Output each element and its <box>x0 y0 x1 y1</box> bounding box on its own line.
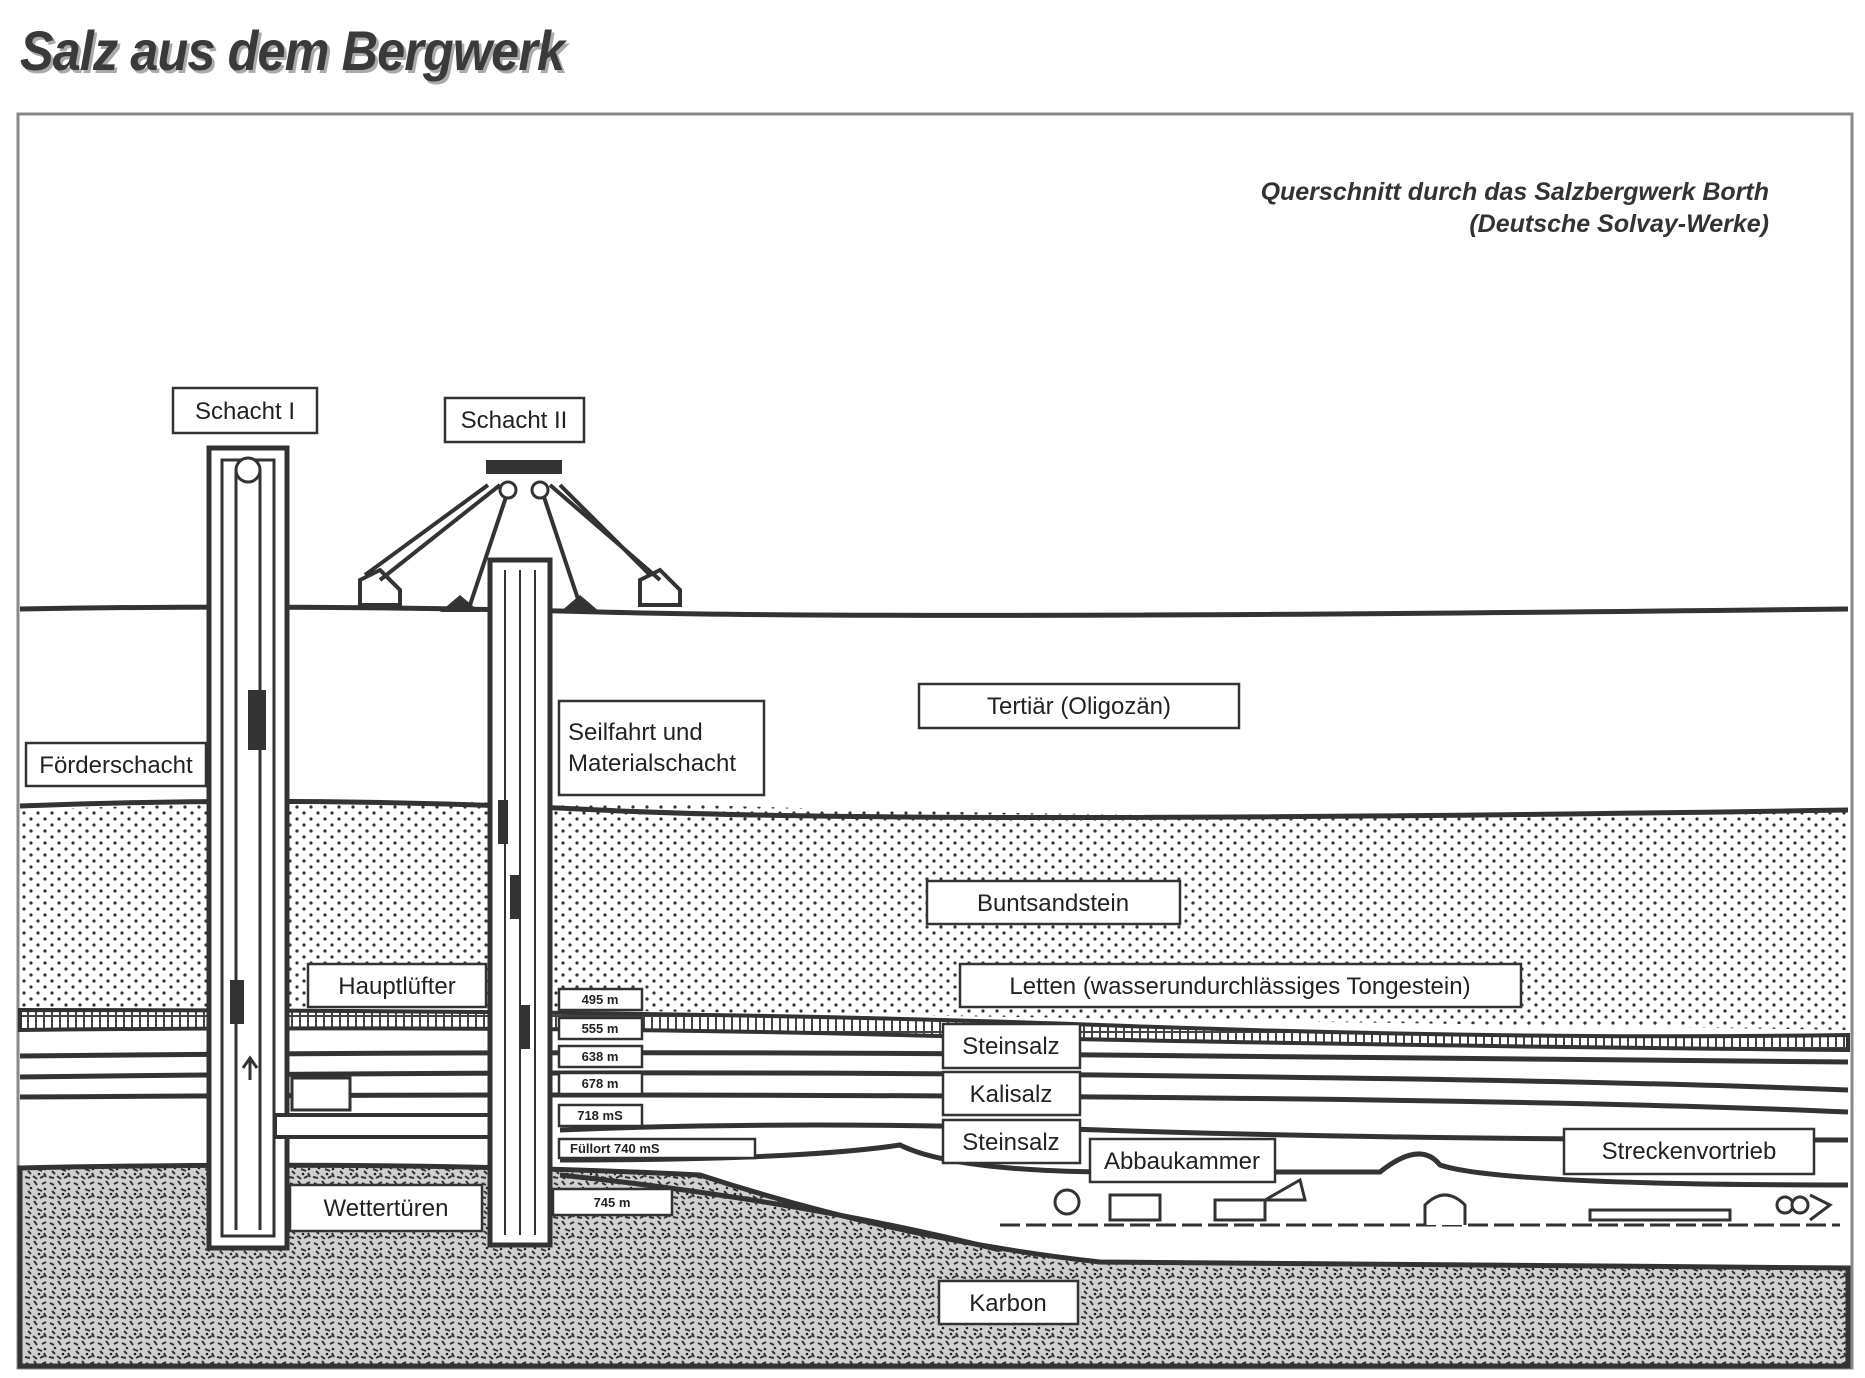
svg-text:Schacht I: Schacht I <box>195 398 295 425</box>
svg-text:678 m: 678 m <box>582 1076 619 1091</box>
shaft-2 <box>358 460 682 1248</box>
label-buntsandstein: Buntsandstein <box>925 879 1182 926</box>
svg-text:Seilfahrt und: Seilfahrt und <box>568 719 703 746</box>
svg-text:Steinsalz: Steinsalz <box>962 1129 1059 1156</box>
svg-text:Wettertüren: Wettertüren <box>324 1195 449 1222</box>
svg-text:555 m: 555 m <box>582 1021 619 1036</box>
shaft-1 <box>206 445 495 1251</box>
svg-text:Materialschacht: Materialschacht <box>568 750 736 777</box>
subtitle-line2: (Deutsche Solvay-Werke) <box>1469 210 1769 238</box>
label-tertiaer: Tertiär (Oligozän) <box>917 682 1241 730</box>
depth-label-718: 718 mS <box>557 1103 644 1128</box>
svg-text:Tertiär (Oligozän): Tertiär (Oligozän) <box>987 693 1171 720</box>
depth-label-678: 678 m <box>557 1071 644 1096</box>
svg-text:Abbaukammer: Abbaukammer <box>1104 1148 1260 1175</box>
svg-text:745 m: 745 m <box>594 1195 631 1210</box>
label-steinsalz-upper: Steinsalz <box>941 1022 1082 1070</box>
subtitle-line1: Querschnitt durch das Salzbergwerk Borth <box>1261 178 1769 206</box>
label-karbon: Karbon <box>937 1279 1080 1326</box>
svg-text:Steinsalz: Steinsalz <box>962 1033 1059 1060</box>
page-title: Salz aus dem Bergwerk <box>20 19 565 82</box>
depth-label-555: 555 m <box>557 1016 644 1041</box>
svg-text:Hauptlüfter: Hauptlüfter <box>338 973 455 1000</box>
svg-text:Schacht II: Schacht II <box>461 407 568 434</box>
label-letten: Letten (wasserundurchlässiges Tongestein… <box>958 962 1523 1009</box>
label-wettertueren: Wettertüren <box>288 1183 484 1233</box>
svg-text:718 mS: 718 mS <box>577 1108 623 1123</box>
svg-text:Karbon: Karbon <box>969 1290 1046 1317</box>
svg-text:Kalisalz: Kalisalz <box>970 1081 1053 1108</box>
label-abbaukammer: Abbaukammer <box>1088 1137 1277 1184</box>
depth-label-745: 745 m <box>551 1187 674 1217</box>
svg-text:495 m: 495 m <box>582 992 619 1007</box>
svg-text:Letten (wasserundurchlässiges: Letten (wasserundurchlässiges Tongestein… <box>1009 973 1470 1000</box>
label-schacht-2: Schacht II <box>443 396 586 444</box>
depth-label-fuellort: Füllort 740 mS <box>557 1137 757 1160</box>
depth-label-495: 495 m <box>557 987 644 1012</box>
svg-text:638 m: 638 m <box>582 1049 619 1064</box>
svg-text:Füllort 740 mS: Füllort 740 mS <box>570 1141 660 1156</box>
label-foerderschacht: Förderschacht <box>24 741 208 788</box>
svg-text:Streckenvortrieb: Streckenvortrieb <box>1602 1138 1777 1165</box>
depth-label-638: 638 m <box>557 1044 644 1069</box>
label-streckenvortrieb: Streckenvortrieb <box>1562 1127 1816 1176</box>
label-kalisalz: Kalisalz <box>941 1070 1082 1117</box>
svg-text:Buntsandstein: Buntsandstein <box>977 890 1129 917</box>
label-hauptluefter: Hauptlüfter <box>306 962 488 1009</box>
mining-machines <box>1053 1177 1833 1225</box>
svg-text:Förderschacht: Förderschacht <box>39 752 193 779</box>
label-steinsalz-lower: Steinsalz <box>941 1118 1082 1165</box>
label-schacht-1: Schacht I <box>171 386 319 435</box>
